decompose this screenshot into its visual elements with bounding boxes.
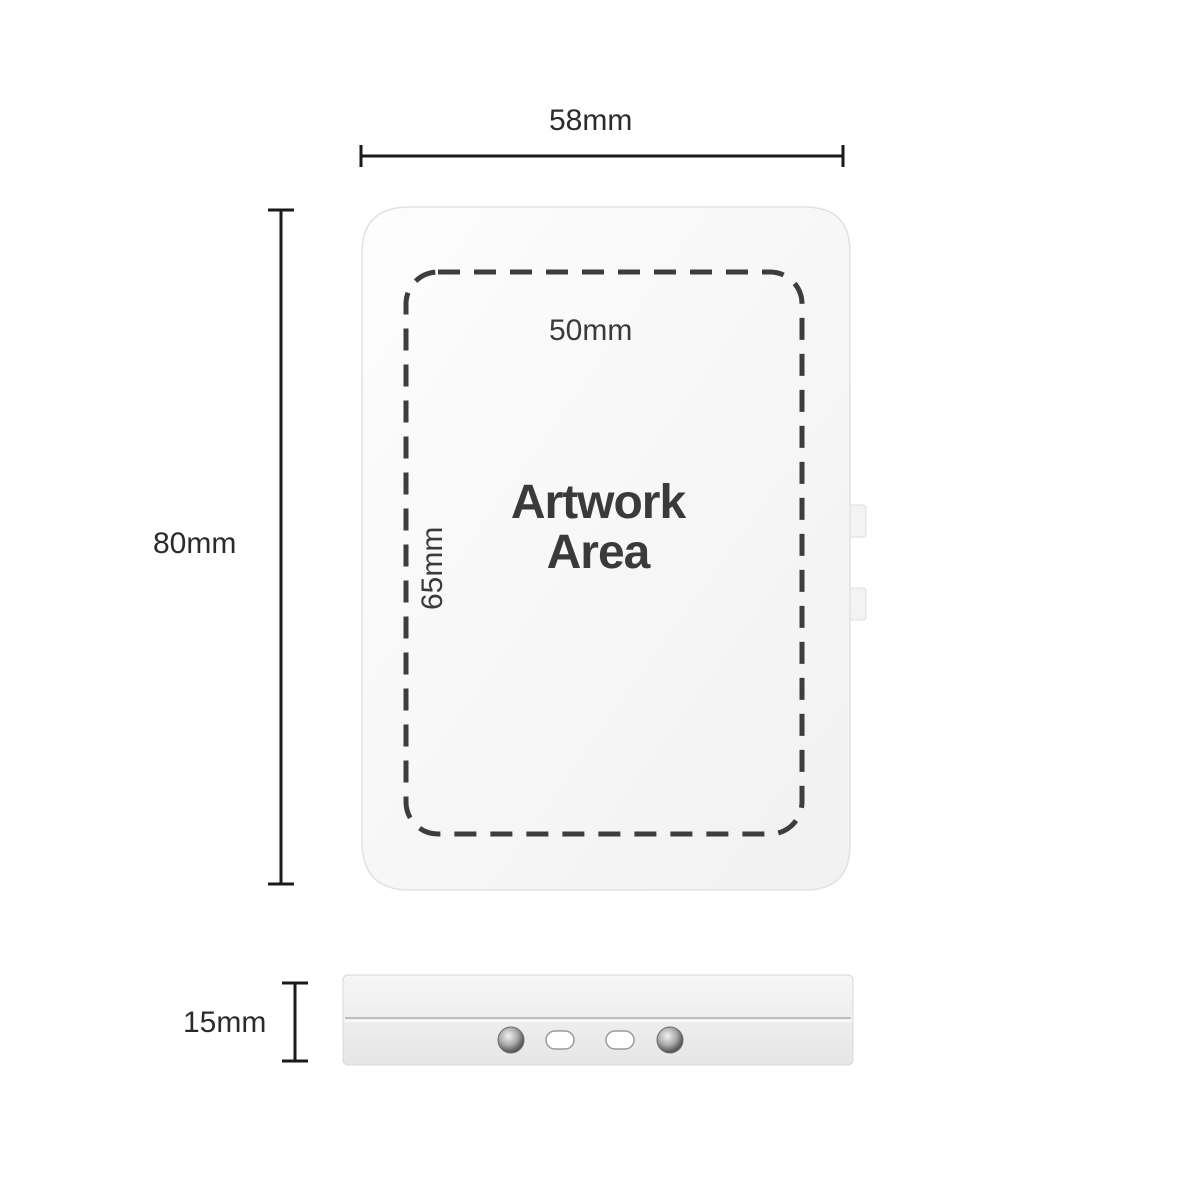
artwork-title-line1: Artwork	[510, 476, 686, 529]
device-front	[361, 206, 851, 891]
artwork-height-label: 65mm	[416, 526, 449, 610]
height-label: 80mm	[153, 527, 237, 560]
side-button-left	[545, 1030, 575, 1050]
height-dimension-line	[268, 208, 294, 886]
artwork-area-outline	[403, 269, 805, 837]
depth-label: 15mm	[183, 1006, 267, 1039]
width-label: 58mm	[549, 104, 633, 137]
artwork-width-label: 50mm	[549, 314, 633, 347]
width-dimension-line	[359, 145, 845, 167]
artwork-area-title: Artwork Area	[473, 478, 723, 578]
screw-left	[497, 1026, 525, 1054]
depth-dimension-line	[282, 981, 308, 1063]
side-button-right	[605, 1030, 635, 1050]
screw-right	[656, 1026, 684, 1054]
artwork-title-line2: Area	[546, 526, 651, 579]
device-side-view	[342, 974, 854, 1066]
